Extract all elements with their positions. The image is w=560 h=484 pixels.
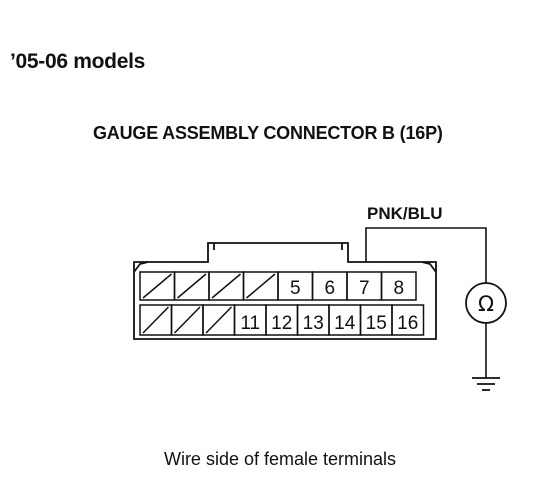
right-notch (421, 261, 437, 273)
unused-slash (177, 273, 207, 299)
terminal-11: 11 (233, 304, 267, 336)
terminal-blank (242, 271, 279, 301)
wire-color-label: PNK/BLU (367, 204, 443, 223)
locking-tab (213, 243, 343, 250)
top-terminal-row: 5 6 7 8 (139, 271, 417, 301)
ohmmeter-icon: Ω (465, 282, 507, 324)
test-wire (365, 227, 487, 378)
unused-slash (211, 273, 241, 299)
terminal-number: 13 (303, 313, 324, 334)
housing-outline (133, 242, 437, 340)
terminal-blank (208, 271, 245, 301)
models-heading: ’05-06 models (10, 50, 145, 73)
terminal-number: 7 (359, 278, 370, 299)
pnk-blu-wire (365, 227, 487, 283)
terminal-number: 6 (324, 278, 335, 299)
terminal-blank (202, 304, 236, 336)
terminal-15: 15 (359, 304, 393, 336)
terminal-number: 16 (397, 313, 418, 334)
bottom-terminal-row: 11 12 13 14 15 16 (139, 304, 425, 336)
unused-slash (173, 306, 201, 334)
caption: Wire side of female terminals (163, 449, 397, 469)
terminal-blank (173, 271, 210, 301)
left-notch (133, 261, 149, 273)
terminal-number: 14 (334, 313, 356, 334)
unused-slash (205, 306, 233, 334)
terminal-number: 12 (271, 313, 292, 334)
ground-icon (472, 377, 500, 391)
terminal-number: 8 (393, 278, 404, 299)
terminal-13: 13 (296, 304, 330, 336)
unused-slash (246, 273, 276, 299)
terminal-blank (139, 271, 176, 301)
ohm-symbol: Ω (478, 292, 494, 316)
terminal-16: 16 (391, 304, 425, 336)
terminal-14: 14 (328, 304, 362, 336)
terminal-blank (139, 304, 173, 336)
connector-housing (133, 242, 437, 340)
terminal-7: 7 (346, 271, 383, 301)
terminal-8: 8 (380, 271, 417, 301)
terminal-number: 15 (366, 313, 387, 334)
terminal-12: 12 (265, 304, 299, 336)
terminal-6: 6 (311, 271, 348, 301)
connector-title: GAUGE ASSEMBLY CONNECTOR B (16P) (93, 123, 443, 143)
terminal-number: 11 (240, 313, 260, 334)
terminal-number: 5 (290, 278, 301, 299)
unused-slash (142, 306, 170, 334)
terminal-blank (170, 304, 204, 336)
terminal-5: 5 (277, 271, 314, 301)
unused-slash (142, 273, 172, 299)
